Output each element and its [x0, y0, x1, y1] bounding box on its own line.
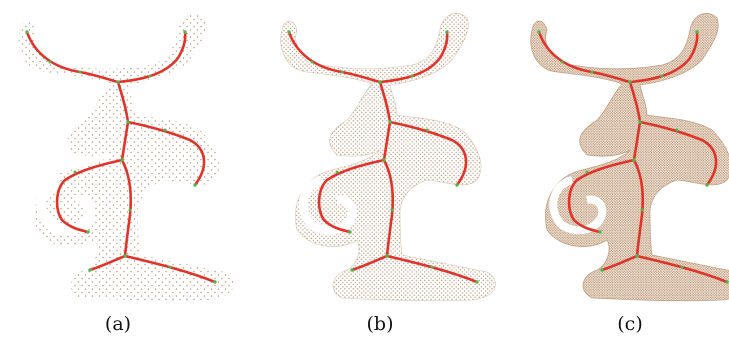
- panel-c: (c): [531, 13, 729, 335]
- panel-b: (b): [281, 13, 496, 335]
- panel-label-a: (a): [105, 313, 131, 335]
- panel-label-c: (c): [617, 313, 642, 335]
- panel-label-b: (b): [367, 313, 394, 335]
- point-cloud-b: [281, 13, 496, 301]
- point-cloud-a: [19, 13, 234, 301]
- panel-a: (a): [19, 13, 234, 335]
